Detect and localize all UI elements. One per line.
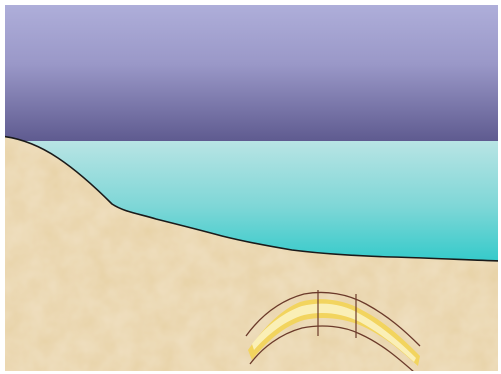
sky xyxy=(0,0,501,142)
